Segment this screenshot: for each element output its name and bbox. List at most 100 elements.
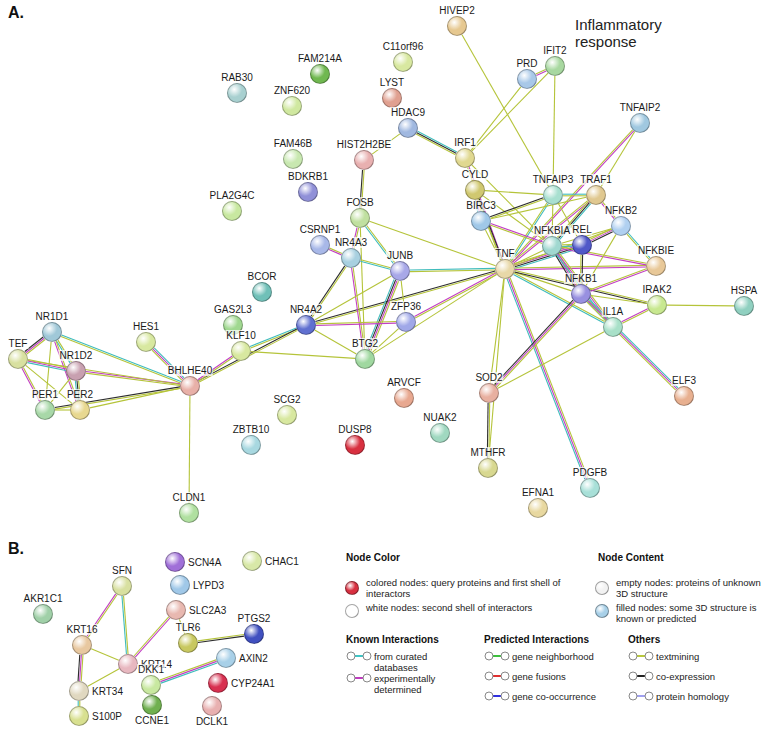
protein-node: NR4A3: [341, 248, 361, 268]
protein-label: ZFP36: [390, 301, 422, 312]
interaction-line: [489, 279, 504, 458]
interaction-line: [495, 300, 573, 384]
interaction-edge: [198, 635, 244, 643]
protein-node: REL: [572, 235, 592, 255]
interaction-line: [90, 388, 180, 408]
protein-node: FOSB: [350, 208, 370, 228]
protein-label: IFIT2: [542, 45, 567, 56]
interaction-line: [135, 618, 170, 657]
interaction-line: [511, 130, 632, 261]
legend-text: filled nodes: some 3D structure is known…: [616, 602, 766, 624]
protein-label: IRF1: [453, 137, 477, 148]
protein-node: ARVCF: [394, 388, 414, 408]
legend-dot: [645, 652, 653, 660]
interaction-line: [416, 134, 455, 155]
protein-node: PER1: [35, 400, 55, 420]
legend-text: experimentally determined: [374, 673, 470, 695]
protein-node: TEF: [8, 349, 28, 369]
interaction-edge: [410, 268, 495, 271]
panel-label: A.: [8, 4, 24, 22]
legend-dot: [645, 692, 653, 700]
protein-label: JUNB: [386, 250, 414, 261]
interaction-line: [510, 278, 588, 478]
interaction-edge: [491, 197, 586, 219]
protein-node: HIVEP2: [447, 16, 467, 36]
protein-node: HDAC9: [398, 118, 418, 138]
process-region: Inflammatory responseIFIT2PRDIRF1TNFAIP2…: [443, 62, 743, 374]
protein-label: RAB30: [220, 72, 254, 83]
interaction-line: [353, 268, 364, 349]
interaction-edge: [489, 279, 504, 458]
protein-label: NUAK2: [422, 412, 457, 423]
protein-node: C11orf96: [393, 52, 413, 72]
protein-label: CCNE1: [134, 715, 170, 726]
protein-label: DUSP8: [337, 424, 372, 435]
protein-label: SLC2A3: [188, 605, 227, 616]
protein-label: HIST2H2BE: [336, 139, 392, 150]
protein-node: PRD: [517, 69, 537, 89]
legend-dot: [629, 692, 637, 700]
protein-label: CYP24A1: [230, 678, 276, 689]
protein-node: NR1D2: [66, 361, 86, 381]
interaction-line: [91, 649, 119, 660]
protein-node: IL1A: [603, 317, 623, 337]
protein-label: LYST: [379, 77, 405, 88]
legend-node-sample: [595, 604, 609, 618]
protein-node: IRF1: [455, 148, 475, 168]
protein-label: CLDN1: [172, 492, 207, 503]
interaction-edge: [90, 388, 180, 408]
protein-node: CHAC1: [242, 551, 262, 571]
panel-label: B.: [8, 540, 24, 558]
protein-label: REL: [571, 224, 592, 235]
legend-text: empty nodes: proteins of unknown 3D stru…: [616, 577, 766, 599]
protein-label: KLF10: [225, 330, 256, 341]
interaction-line: [27, 339, 45, 354]
protein-label: MTHFR: [470, 447, 507, 458]
interaction-edge: [316, 322, 396, 326]
legend-heading: Node Color: [346, 552, 400, 563]
interaction-line: [122, 596, 126, 654]
legend-text: textmining: [656, 651, 766, 662]
protein-node: NFKBIE: [646, 256, 666, 276]
legend-line-sample: [484, 651, 510, 661]
interaction-line: [490, 198, 543, 217]
protein-label: NR1D1: [35, 311, 70, 322]
protein-label: AKR1C1: [23, 593, 64, 604]
protein-label: BHLHE40: [167, 365, 213, 376]
interaction-edge: [471, 87, 521, 150]
interaction-line: [360, 261, 390, 269]
protein-node: HSPA: [734, 296, 754, 316]
protein-node: DCLK1: [202, 696, 222, 716]
region-ellipse: [444, 63, 742, 373]
protein-node: HES1: [136, 332, 156, 352]
legend-text: gene fusions: [512, 671, 616, 682]
protein-node: SCG2: [277, 405, 297, 425]
protein-node: DUSP8: [345, 435, 365, 455]
legend-text: white nodes: second shell of interactors: [366, 602, 584, 613]
protein-label: DKK1: [137, 664, 165, 675]
legend-text: colored nodes: query proteins and first …: [366, 577, 584, 599]
protein-label: BIRC3: [465, 200, 496, 211]
protein-node: KLF10: [231, 341, 251, 361]
interaction-line: [591, 270, 647, 291]
protein-label: DCLK1: [195, 716, 229, 727]
protein-label: NFKB2: [604, 205, 638, 216]
interaction-edge: [27, 359, 66, 370]
legend-dot: [347, 674, 355, 682]
interaction-line: [134, 617, 169, 656]
interaction-line: [189, 396, 191, 503]
interaction-line: [26, 338, 44, 353]
interaction-edge: [472, 73, 548, 151]
interaction-line: [251, 352, 355, 359]
interaction-edge: [591, 295, 647, 303]
legend-node-sample: [595, 581, 609, 595]
protein-node: CCNE1: [142, 695, 162, 715]
interaction-edge: [667, 305, 734, 307]
protein-node: BHLHE40: [180, 376, 200, 396]
legend-text: gene neighborhood: [512, 651, 616, 662]
interaction-edge: [329, 248, 342, 255]
interaction-edge: [122, 596, 128, 654]
protein-label: KRT34: [91, 686, 124, 697]
legend-box: [479, 631, 619, 711]
protein-node: BTG2: [355, 349, 375, 369]
